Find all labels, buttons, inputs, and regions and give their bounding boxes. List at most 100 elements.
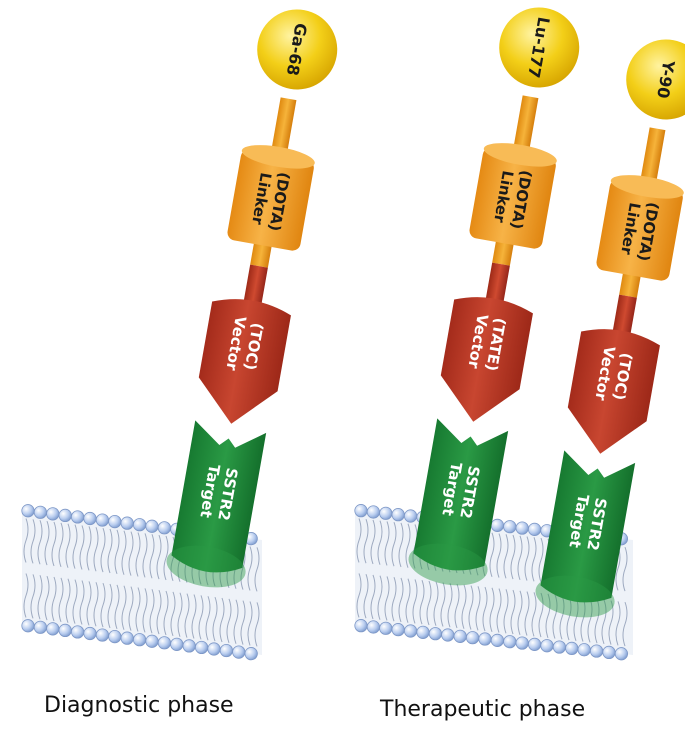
construct-2: Lu-177Linker(DOTA)Vector(TATE)TargetSSTR…: [408, 7, 580, 586]
lipid-tail: [510, 589, 516, 635]
lipid-tail: [79, 580, 85, 625]
lipid-tail: [384, 576, 390, 621]
lipid-tail: [391, 577, 397, 622]
target-body: [171, 420, 267, 573]
lipid-tail: [398, 522, 404, 568]
lipid-tail: [37, 575, 43, 620]
isotope-ball: [499, 7, 580, 88]
target-embedded-shadow: [408, 543, 488, 586]
lipid-tail: [433, 581, 439, 626]
lipid-head: [527, 637, 542, 651]
lipid-tail: [51, 521, 57, 567]
target-body: [413, 418, 509, 571]
lipid-head: [577, 643, 591, 657]
lipid-tail: [107, 583, 113, 629]
lipid-tail: [163, 535, 169, 581]
target-block: [408, 418, 509, 586]
lipid-head: [416, 625, 430, 639]
lipid-head: [391, 508, 405, 522]
lipid-head: [354, 619, 368, 633]
lipid-tail: [503, 589, 509, 634]
vector-body: [198, 299, 291, 424]
lipid-tail: [615, 601, 621, 646]
lipid-tail: [440, 582, 446, 627]
lipid-head: [157, 636, 171, 650]
lipid-tail: [510, 534, 516, 580]
lipid-tail: [247, 601, 253, 646]
lipid-head: [515, 521, 529, 535]
lipid-tail: [398, 577, 404, 623]
lipid-tail: [65, 523, 71, 568]
lipid-tail: [51, 576, 57, 622]
lipid-head: [133, 633, 147, 647]
lipid-tail: [44, 520, 50, 566]
lipid-tail: [538, 537, 544, 583]
lipid-head: [120, 631, 134, 645]
lipid-head: [490, 518, 504, 532]
lipid-head: [503, 635, 517, 649]
lipid-tail: [135, 532, 141, 577]
linker-top: [241, 145, 315, 169]
lipid-tail: [461, 584, 467, 629]
lipid-tail: [356, 573, 362, 618]
lipid-tail: [517, 590, 523, 635]
linker-cylinder: [469, 143, 557, 249]
lipid-head: [120, 516, 134, 530]
lipid-head: [219, 643, 233, 658]
diagnostic-phase-caption: Diagnostic phase: [44, 693, 234, 718]
lipid-tail: [247, 546, 253, 591]
lipid-head: [403, 624, 418, 638]
lipid-head: [478, 632, 492, 646]
lipid-head: [565, 641, 579, 655]
lipid-head: [232, 645, 246, 659]
lipid-tail: [566, 595, 572, 641]
vector-arrow: [198, 299, 291, 424]
lipid-tail: [128, 531, 134, 576]
lipid-head: [379, 506, 393, 520]
lipid-head: [244, 647, 258, 661]
linker-cylinder: [596, 175, 684, 281]
lipid-tail: [622, 546, 628, 592]
lipid-tail: [377, 520, 383, 565]
lipid-tail: [128, 586, 134, 631]
lipid-tail: [405, 578, 411, 623]
lipid-tail: [254, 602, 260, 647]
lipid-tail: [377, 575, 383, 620]
lipid-head: [58, 508, 72, 523]
lipid-tail: [58, 522, 64, 568]
lipid-tail: [198, 595, 204, 640]
vector-body: [567, 329, 660, 454]
lipid-tail: [370, 519, 376, 565]
lipid-head: [71, 510, 85, 524]
linker-body: [596, 179, 683, 281]
lipid-head: [157, 521, 171, 535]
linker-top: [483, 143, 557, 167]
lipid-tail: [30, 519, 36, 564]
lipid-tail: [517, 535, 523, 580]
lipid-tail: [412, 579, 418, 624]
lipid-tail: [226, 598, 232, 644]
vector-label: Vector(TOC): [222, 315, 266, 373]
lipid-tail: [489, 587, 495, 632]
therapeutic-phase-caption: Therapeutic phase: [380, 697, 586, 722]
lipid-tail: [524, 591, 530, 636]
lipid-tail: [142, 533, 148, 578]
lipid-head: [428, 627, 442, 641]
lipid-head: [465, 631, 480, 645]
lipid-tail: [65, 578, 71, 623]
lipid-tail: [601, 599, 607, 645]
lipid-head: [403, 509, 418, 523]
lipid-tail: [121, 585, 127, 630]
lipid-tail: [142, 588, 148, 633]
isotope-stem: [639, 127, 666, 190]
lipid-tail: [559, 595, 565, 640]
lipid-tail: [580, 597, 586, 642]
lipid-tail: [44, 575, 50, 621]
lipid-head: [133, 518, 147, 532]
lipid-tail: [573, 596, 579, 642]
lipid-head: [540, 639, 554, 653]
lipid-tail: [30, 574, 36, 619]
lipid-tail: [37, 520, 43, 565]
